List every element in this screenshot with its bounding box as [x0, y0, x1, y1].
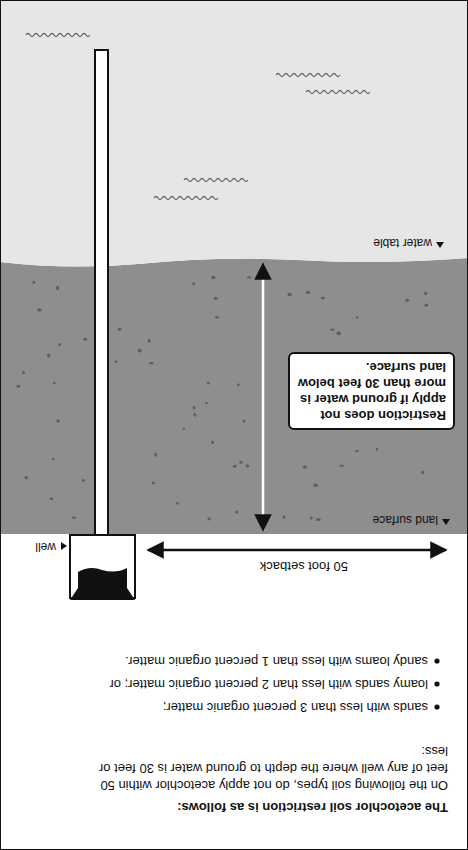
soil-dot	[148, 339, 151, 343]
instruction-text: On the following soil types, do not appl…	[76, 743, 448, 794]
water-wave	[306, 91, 370, 94]
soil-dot	[421, 471, 424, 474]
soil-dot	[330, 329, 334, 331]
soil-dot	[25, 476, 28, 479]
soil-dot	[72, 517, 76, 520]
soil-dot	[82, 479, 85, 482]
soil-dot	[233, 465, 237, 467]
soil-dot	[50, 498, 53, 500]
soil-dot	[306, 291, 310, 294]
soil-dot	[37, 308, 41, 311]
well-pointer	[61, 542, 67, 550]
soil-dot	[237, 384, 240, 386]
soil-dot	[208, 518, 211, 521]
soil-dot	[16, 385, 20, 388]
bullet-dot	[434, 681, 439, 686]
soil-dot	[243, 419, 245, 423]
soil-dot	[47, 354, 51, 358]
soil-dot	[245, 465, 249, 468]
water-wave	[276, 74, 340, 77]
soil-dot	[336, 331, 341, 335]
soil-dot	[205, 402, 208, 404]
bullet-dot	[434, 658, 439, 663]
soil-dot	[356, 316, 359, 318]
callout-box: Restriction does not apply if ground wat…	[288, 352, 455, 430]
soil-dot	[52, 458, 54, 460]
soil-dot	[118, 328, 122, 331]
soil-dot	[152, 481, 155, 484]
soil-dot	[22, 371, 25, 374]
well-pipe	[95, 50, 108, 550]
soil-dot	[339, 465, 343, 467]
soil-dot	[56, 419, 60, 422]
setback-arrow	[148, 549, 446, 552]
soil-dot	[283, 515, 286, 518]
well-water	[70, 568, 135, 600]
water-wave	[154, 197, 218, 200]
soil-dot	[214, 297, 218, 300]
soil-dot	[53, 382, 56, 384]
water-wave	[26, 34, 90, 37]
soil-dot	[247, 276, 251, 278]
soil-dot	[154, 453, 157, 457]
well-label: well	[35, 538, 56, 555]
soil-dot	[192, 282, 195, 285]
soil-dot	[115, 361, 118, 363]
soil-dot	[424, 304, 428, 307]
soil-dot	[215, 316, 220, 318]
soil-dot	[138, 349, 142, 353]
soil-dot	[310, 516, 313, 519]
callout-text: Restriction does not apply if ground wat…	[297, 359, 446, 423]
soil-dot	[313, 484, 318, 487]
bullet-item: sands with less than 3 percent organic m…	[163, 699, 428, 716]
soil-dot	[239, 461, 242, 464]
water-table-pointer	[436, 242, 444, 248]
soil-dot	[207, 382, 210, 385]
bullet-dot	[434, 704, 439, 709]
soil-dot	[194, 413, 197, 417]
soil-dot	[316, 518, 321, 521]
soil-dot	[376, 447, 378, 450]
soil-dot	[56, 286, 59, 290]
water-zone	[0, 0, 468, 267]
soil-dot	[58, 343, 61, 346]
soil-dot	[424, 292, 427, 296]
soil-dot	[288, 293, 292, 297]
soil-dot	[176, 502, 179, 504]
soil-dot	[211, 441, 214, 445]
soil-dot	[405, 299, 409, 302]
soil-dot	[321, 297, 325, 300]
soil-dot	[32, 281, 35, 284]
surface-pointer	[442, 519, 450, 525]
soil-dot	[149, 362, 154, 365]
soil-dot	[426, 304, 429, 306]
water-table-label: water table	[373, 234, 432, 251]
soil-dot	[235, 511, 238, 514]
soil-dot	[193, 406, 196, 410]
bullet-item: loamy sands with less than 2 percent org…	[109, 676, 428, 693]
heading: The acetochlor soil restriction is as fo…	[177, 799, 448, 816]
soil-dot	[83, 338, 87, 341]
surface-label: land surface	[373, 511, 438, 528]
soil-dot	[211, 276, 215, 280]
soil-dot	[303, 466, 307, 469]
depth-arrow	[262, 264, 265, 530]
water-wave	[184, 179, 248, 182]
setback-label: 50 foot setback	[260, 558, 348, 575]
ground	[0, 258, 468, 534]
bullet-item: sandy loams with less than 1 percent org…	[125, 653, 428, 670]
soil-dot	[355, 450, 359, 452]
soil-dot	[182, 428, 185, 430]
